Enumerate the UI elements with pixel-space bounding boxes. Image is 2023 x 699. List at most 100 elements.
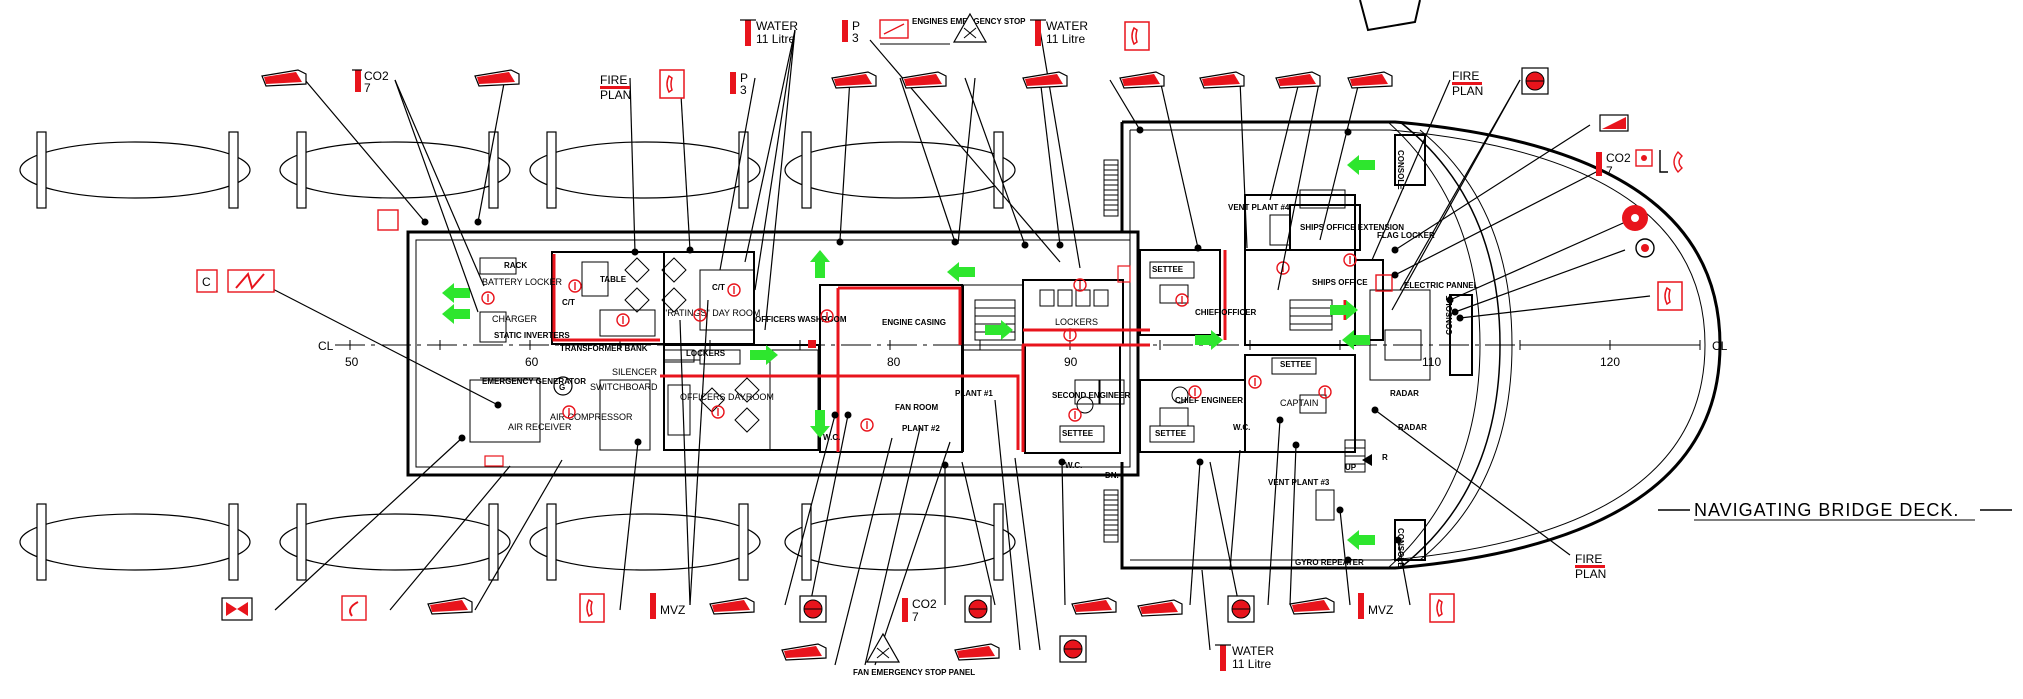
label-ratings-day-room: "RATINGS" DAY ROOM	[664, 308, 760, 318]
label-console-top: CONSOLE	[1396, 150, 1405, 190]
co2-label-top: CO2	[364, 69, 389, 83]
label-ships-office-extension: SHIPS OFFICE EXTENSION	[1300, 223, 1404, 232]
label-lockers-aft: LOCKERS	[686, 349, 726, 358]
extinguisher-icon-b6	[1137, 599, 1183, 617]
label-gyro-repeater: GYRO REPEATER	[1295, 558, 1364, 567]
symbol-r: R	[1382, 453, 1388, 462]
label-charger: CHARGER	[492, 314, 538, 324]
label-settee-1: SETTEE	[1152, 265, 1184, 274]
co2-label-right: CO2	[1606, 151, 1631, 165]
label-settee-4: SETTEE	[1280, 360, 1312, 369]
left-callouts: C	[196, 269, 275, 293]
co2-label-bottom: CO2	[912, 597, 937, 611]
extinguisher-icon-t6	[1119, 71, 1165, 89]
label-ct-2: C/T	[712, 283, 725, 292]
frame-50: 50	[345, 355, 359, 369]
label-emergency-generator: EMERGENCY GENERATOR	[482, 377, 586, 386]
extinguisher-icon-t9	[1347, 71, 1393, 89]
fire-label-tr: FIRE	[1452, 69, 1479, 83]
frame-80: 80	[887, 355, 901, 369]
alarm-bell-icon-b3	[1059, 635, 1087, 663]
water-icon-top-2	[1035, 20, 1041, 46]
centerline-symbol-left: CL	[318, 339, 334, 353]
phone-icon-t1	[659, 69, 685, 99]
water-volume-2: 11 Litre	[1046, 32, 1085, 46]
interior-walls	[469, 134, 1473, 561]
furniture	[581, 189, 1422, 443]
frame-60: 60	[525, 355, 539, 369]
co2-icon-right	[1596, 152, 1602, 176]
water-volume-bottom: 11 Litre	[1232, 657, 1271, 671]
mvz-label-2: MVZ	[1368, 603, 1393, 617]
inside-symbols: G R	[377, 209, 1393, 521]
co2-count-bottom: 7	[912, 610, 919, 624]
water-label-2: WATER	[1046, 19, 1088, 33]
p-label-2: P	[852, 19, 860, 33]
label-ct-1: C/T	[562, 298, 575, 307]
deck-title: NAVIGATING BRIDGE DECK.	[1694, 500, 1959, 520]
label-captain: CAPTAIN	[1280, 398, 1318, 408]
phone-icon-b2	[1429, 593, 1455, 623]
extinguisher-icon-t7	[1199, 71, 1245, 89]
fan-emergency-stop-label: FAN EMERGENCY STOP PANEL	[853, 668, 975, 677]
label-officers-washroom: OFFICERS WASHROOM	[755, 315, 847, 324]
co2-count-top: 7	[364, 81, 371, 95]
label-up: UP	[1345, 463, 1357, 472]
label-air-compressor: AIR COMPRESSOR	[550, 412, 633, 422]
frame-120: 120	[1600, 355, 1620, 369]
extinguisher-icon-b4	[954, 643, 1000, 661]
label-plant-1: PLANT #1	[955, 389, 993, 398]
mvz-icon-1	[650, 593, 656, 619]
mvz-icon-2	[1358, 593, 1364, 619]
water-volume-1: 11 Litre	[756, 32, 795, 46]
label-settee-2: SETTEE	[1062, 429, 1094, 438]
deck-title-group: NAVIGATING BRIDGE DECK.	[1658, 500, 2012, 521]
p-icon-top-1	[730, 72, 736, 94]
plan-label-tr: PLAN	[1452, 84, 1483, 98]
c-icon-left	[196, 269, 218, 293]
fire-label-top: FIRE	[600, 73, 627, 87]
label-plant-2: PLANT #2	[902, 424, 940, 433]
label-fan-room: FAN ROOM	[895, 403, 938, 412]
plan-label-top: PLAN	[600, 88, 631, 102]
label-wc-3: W.C.	[823, 433, 840, 442]
water-label-1: WATER	[756, 19, 798, 33]
label-engine-casing: ENGINE CASING	[882, 318, 946, 327]
speaker-icon	[1635, 238, 1655, 258]
label-static-inverters: STATIC INVERTERS	[494, 331, 570, 340]
extinguisher-icon-b2	[709, 597, 755, 615]
label-settee-3: SETTEE	[1155, 429, 1187, 438]
label-lockers: LOCKERS	[1055, 317, 1098, 327]
water-icon-bottom	[1220, 645, 1226, 671]
centerline-symbol-right: CL	[1712, 339, 1728, 353]
co2-icon-bottom	[902, 598, 908, 622]
extinguisher-icon-t3	[831, 71, 877, 89]
plan-label-br: PLAN	[1575, 567, 1606, 581]
bottom-callouts: MVZ FAN EMERGENCY STOP PANEL CO2 7 MVZ W…	[221, 552, 1606, 677]
alarm-bell-icon-b2	[964, 595, 992, 623]
label-radar-2: RADAR	[1398, 423, 1427, 432]
label-air-receiver: AIR RECEIVER	[508, 422, 572, 432]
extinguisher-icon-b7	[1289, 597, 1335, 615]
label-ships-office: SHIPS OFFICE	[1312, 278, 1368, 287]
label-switchboard: SWITCHBOARD	[590, 382, 658, 392]
p-count-1: 3	[740, 83, 747, 97]
lifeboats-top	[19, 131, 1016, 209]
extinguisher-icon-b1	[427, 597, 473, 615]
extinguisher-icon-t1	[261, 69, 307, 87]
c-symbol-left: C	[202, 275, 211, 289]
phone-icon-t2	[1124, 21, 1150, 51]
label-flag-locker: FLAG LOCKER	[1377, 231, 1435, 240]
deck-outline	[406, 0, 1722, 570]
label-wc-1: W.C.	[1065, 461, 1082, 470]
hose-reel-icon	[341, 595, 367, 621]
alarm-bell-icon-b4	[1227, 595, 1255, 623]
phone-icon-b1	[579, 593, 605, 623]
extinguisher-icon-b5	[1071, 597, 1117, 615]
co2-count-right: 7	[1606, 164, 1613, 178]
label-chief-engineer: CHIEF ENGINEER	[1175, 396, 1243, 405]
p-count-2: 3	[852, 31, 859, 45]
label-console-bottom: CONSOLE	[1396, 528, 1405, 568]
frame-110: 110	[1422, 355, 1441, 369]
